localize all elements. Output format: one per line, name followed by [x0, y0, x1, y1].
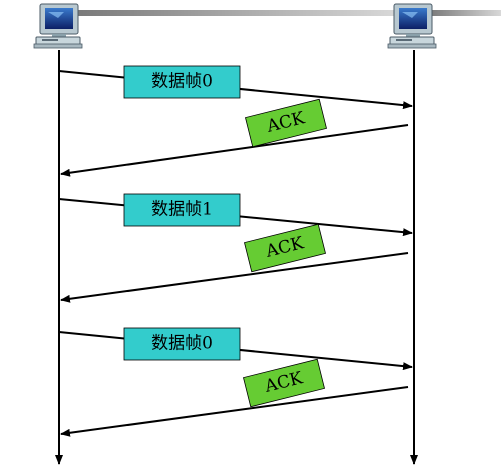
- data-frame-box: [123, 193, 241, 227]
- ack-box: [245, 98, 327, 148]
- ack-box: [243, 358, 325, 408]
- data-frame-box: [123, 327, 241, 361]
- message-arrow: [60, 252, 409, 303]
- message-ack: ACK: [60, 98, 409, 177]
- message-arrow: [60, 386, 409, 437]
- message-ack: ACK: [60, 358, 409, 437]
- computer-icon: [33, 3, 83, 49]
- data-frame-label: 数据帧1: [151, 200, 213, 220]
- data-frame-label: 数据帧0: [151, 72, 213, 92]
- message-arrow: [60, 124, 409, 177]
- message-data-frame: 数据帧0: [58, 65, 413, 110]
- header-bar: [78, 10, 396, 16]
- message-ack: ACK: [60, 223, 409, 303]
- message-data-frame: 数据帧0: [58, 327, 413, 371]
- data-frame-label: 数据帧0: [151, 334, 213, 354]
- data-frame-box: [123, 65, 241, 99]
- ack-box: [244, 223, 326, 273]
- computer-icon: [387, 3, 437, 49]
- header-bar-right: [430, 10, 501, 16]
- message-data-frame: 数据帧1: [58, 193, 413, 237]
